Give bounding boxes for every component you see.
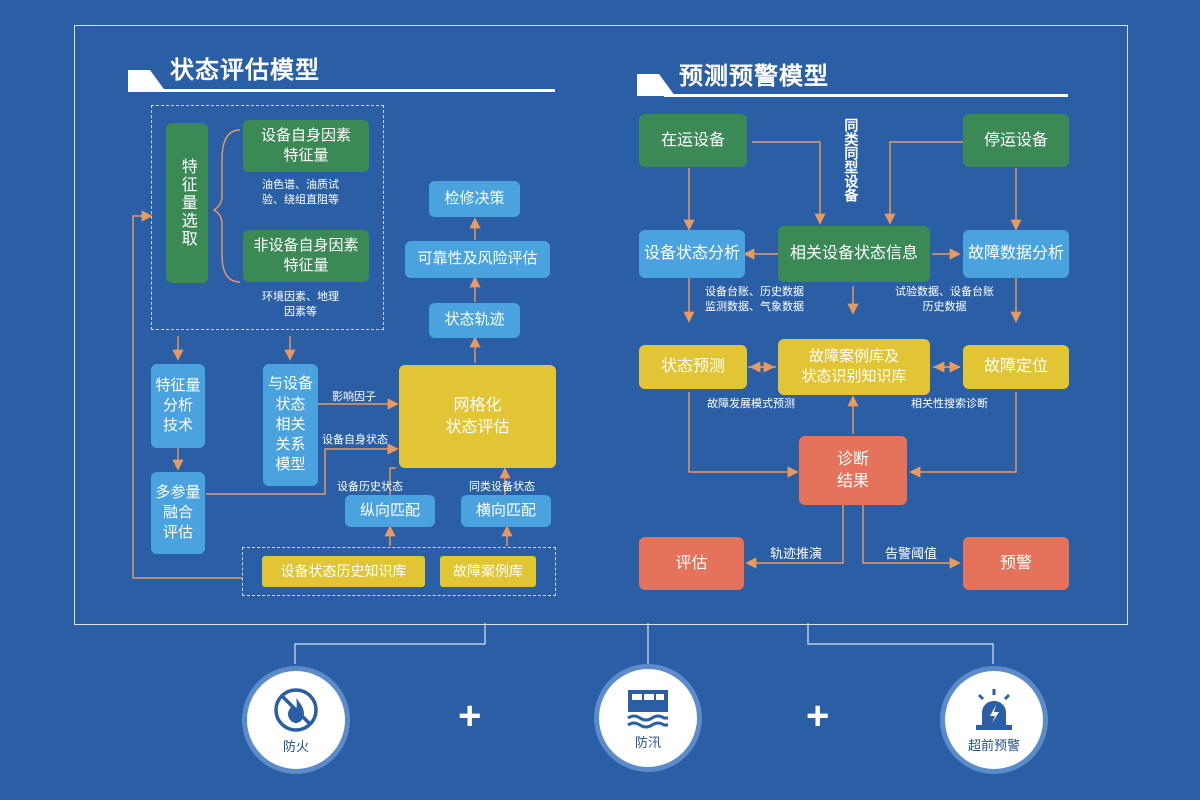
trajectory-deduce-label: 轨迹推演 [770,546,823,561]
diagnosis-result-node: 诊断 结果 [799,436,907,505]
self-factor-node: 设备自身因素 特征量 [243,120,369,172]
right-title-marker [637,74,675,96]
search-diag-note: 相关性搜索诊断 [911,398,988,410]
left-section-title: 状态评估模型 [170,57,320,84]
right-title-underline [664,94,1068,97]
maintenance-node: 检修决策 [429,181,520,217]
right-data-note: 试验数据、设备台账 历史数据 [895,286,994,313]
relation-model-node: 与设备 状态 相关 关系 模型 [263,364,318,486]
stopped-device-node: 停运设备 [963,114,1069,167]
non-self-factor-note: 环境因素、地理 因素等 [262,291,339,318]
influence-label: 影响因子 [332,391,376,403]
alarm-threshold-label: 告警阈值 [885,546,938,561]
horizontal-match-node: 横向匹配 [461,495,551,527]
same-type-state-label: 同类设备状态 [469,481,535,493]
fault-analysis-node: 故障数据分析 [963,230,1069,278]
flood-icon [627,689,668,728]
case-kb-node: 故障案例库及 状态识别知识库 [778,339,930,395]
grid-eval-node: 网格化 状态评估 [399,365,556,468]
fire-prevention-badge: 防火 [242,666,350,774]
mode-predict-note: 故障发展模式预测 [707,398,795,410]
warning-node: 预警 [963,537,1069,590]
non-self-factor-node: 非设备自身因素 特征量 [243,230,369,282]
vertical-match-node: 纵向匹配 [345,495,435,527]
flood-prevention-badge: 防汛 [594,664,702,772]
early-warning-badge: 超前预警 [940,666,1048,774]
same-type-label: 同类同型设备 [843,118,860,202]
self-factor-note: 油色谱、油质试 验、绕组直阻等 [262,179,339,206]
plus-sign-1: + [458,694,482,738]
history-state-label: 设备历史状态 [337,481,403,493]
plus-sign-2: + [806,694,830,738]
trajectory-node: 状态轨迹 [429,303,520,338]
history-kb-node: 设备状态历史知识库 [262,556,425,587]
left-title-marker [128,70,166,92]
no-fire-icon [274,687,318,732]
self-state-label: 设备自身状态 [322,434,388,446]
evaluate-node: 评估 [639,537,744,590]
alarm-light-icon [976,688,1012,730]
state-predict-node: 状态预测 [639,345,747,389]
fault-locate-node: 故障定位 [963,345,1069,389]
main-frame [74,25,1128,625]
fault-case-db-node: 故障案例库 [440,556,536,587]
related-info-node: 相关设备状态信息 [778,226,930,282]
flood-prevention-label: 防汛 [634,734,661,750]
right-section-title: 预测预警模型 [679,63,829,90]
left-title-underline [155,89,555,92]
fire-prevention-label: 防火 [282,738,309,754]
left-data-note: 设备台账、历史数据 监测数据、气象数据 [705,286,804,313]
reliability-node: 可靠性及风险评估 [405,241,550,278]
running-device-node: 在运设备 [639,114,747,167]
early-warning-label: 超前预警 [967,737,1020,753]
feature-select-group [151,105,384,330]
feature-select-node: 特征量选取 [166,123,208,283]
feature-analysis-node: 特征量 分析 技术 [151,364,205,448]
state-analysis-node: 设备状态分析 [639,230,745,278]
multi-fusion-node: 多参量 融合 评估 [151,472,205,554]
knowledge-base-group [242,547,556,596]
